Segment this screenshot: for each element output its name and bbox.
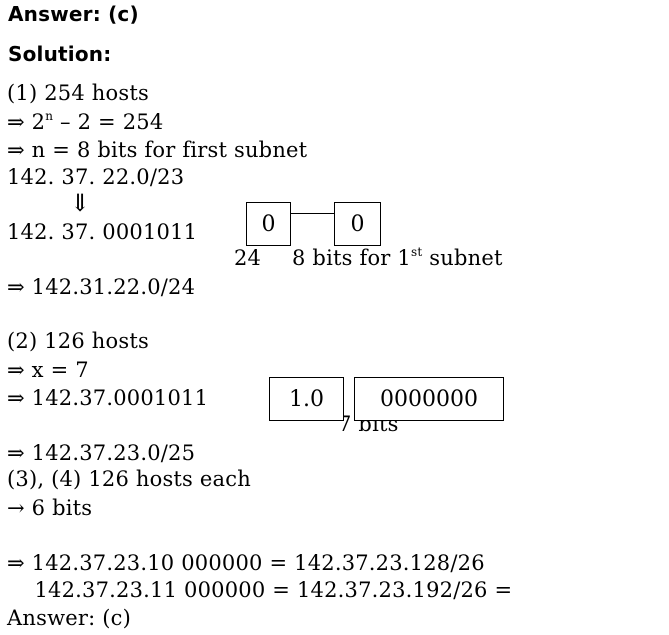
part1-address: 142. 37. 22.0/23 — [7, 165, 185, 189]
equation-base: 2 — [24, 110, 46, 134]
part34-line2: 142.37.23.11 000000 = 142.37.23.192/26 = — [7, 578, 513, 602]
part34-title: (3), (4) 126 hosts each — [7, 467, 251, 491]
subnet-bits-label: 8 bits for 1st subnet — [292, 245, 503, 270]
part2-title: (2) 126 hosts — [7, 329, 149, 353]
part34-line1: ⇒ 142.37.23.10 000000 = 142.37.23.128/26 — [7, 551, 485, 575]
solution-heading: Solution: — [8, 42, 112, 66]
part1-title: (1) 254 hosts — [7, 81, 149, 105]
down-arrow-icon: ⇓ — [70, 189, 91, 217]
part1-equation: ⇒ 2n – 2 = 254 — [7, 109, 164, 134]
part1-bits-line: ⇒ n = 8 bits for first subnet — [7, 138, 308, 162]
part2-binary: ⇒ 142.37.0001011 — [7, 386, 209, 410]
part1-bit-box-b: 0 — [334, 202, 381, 246]
prefix-24-label: 24 — [234, 246, 262, 270]
part2-bit-box-b: 0000000 — [354, 377, 504, 421]
answer-heading: Answer: (c) — [8, 2, 139, 26]
implies-arrow-icon: ⇒ — [7, 110, 25, 134]
part2-bit-box-a: 1.0 — [269, 377, 344, 421]
final-answer: Answer: (c) — [7, 606, 132, 630]
part1-binary: 142. 37. 0001011 — [7, 220, 198, 244]
part2-equation: ⇒ x = 7 — [7, 358, 89, 382]
part34-bits: → 6 bits — [7, 496, 93, 520]
part1-connector-line — [291, 213, 334, 214]
part1-result: ⇒ 142.31.22.0/24 — [7, 275, 196, 299]
part1-bit-box-a: 0 — [246, 202, 291, 246]
equation-exponent: n — [45, 109, 54, 123]
equation-rest: – 2 = 254 — [53, 110, 164, 134]
part2-result: ⇒ 142.37.23.0/25 — [7, 441, 196, 465]
